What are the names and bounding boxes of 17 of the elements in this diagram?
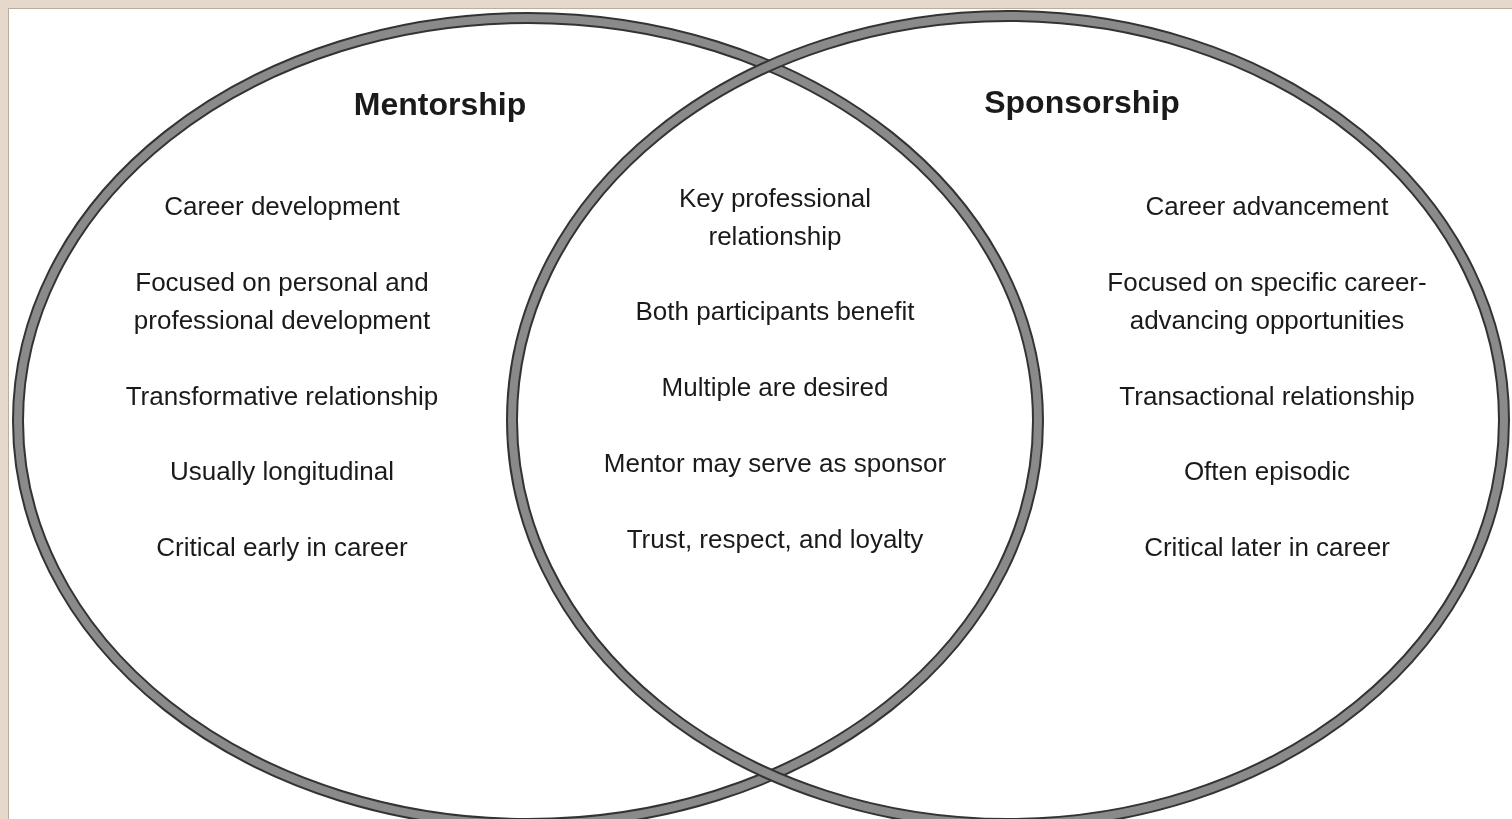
overlap-item-text: Mentor may serve as sponsor: [602, 447, 948, 481]
circle-item-text: Often episodic: [1182, 455, 1352, 489]
circle-item-text: Transformative relationship: [124, 380, 440, 414]
circle-item-text: Career development: [163, 190, 401, 224]
circle-item-text: Focused on personal and professional development: [132, 266, 432, 337]
overlap-item-text: Both participants benefit: [634, 295, 916, 329]
circle-item-text: Critical later in career: [1143, 531, 1391, 565]
circle-item-text: Transactional relationship: [1118, 380, 1416, 414]
overlap-item-text: Key professional relationship: [677, 182, 873, 253]
circle-item-text: Career advancement: [1144, 190, 1390, 224]
circle-heading: Sponsorship: [983, 82, 1181, 122]
circle-heading: Mentorship: [352, 84, 528, 124]
overlap-item-text: Multiple are desired: [660, 371, 890, 405]
circle-item-text: Focused on specific career-advancing opportunities: [1106, 266, 1428, 337]
overlap-item-text: Trust, respect, and loyalty: [625, 523, 925, 557]
circle-item-text: Critical early in career: [155, 531, 409, 565]
circle-item-text: Usually longitudinal: [169, 455, 395, 489]
